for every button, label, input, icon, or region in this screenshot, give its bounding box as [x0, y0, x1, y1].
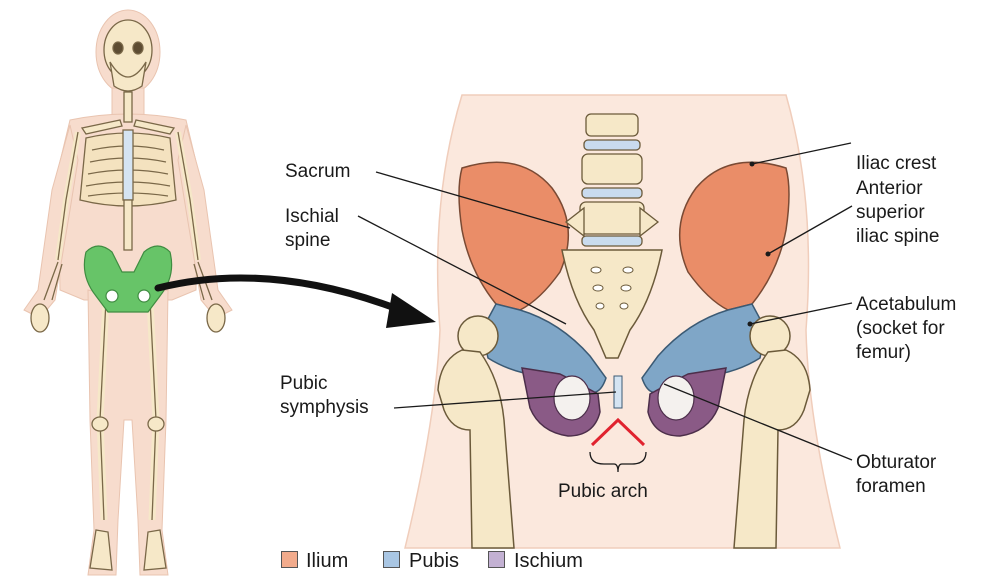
- label-line: spine: [285, 229, 339, 253]
- label-line: Acetabulum: [856, 293, 956, 317]
- label-sacrum: Sacrum: [285, 160, 350, 184]
- label-line: superior: [856, 201, 939, 225]
- legend-label-ilium: Ilium: [306, 549, 348, 573]
- label-line: Anterior: [856, 177, 939, 201]
- label-line: (socket for: [856, 317, 956, 341]
- legend-swatch-ischium: [488, 551, 505, 568]
- label-pubic-symphysis: Pubic symphysis: [280, 372, 369, 420]
- label-line: foramen: [856, 475, 936, 499]
- label-pubic-arch: Pubic arch: [558, 480, 648, 504]
- label-iliac-crest: Iliac crest: [856, 152, 936, 176]
- legend-swatch-pubis: [383, 551, 400, 568]
- label-anterior-superior-iliac-spine: Anterior superior iliac spine: [856, 177, 939, 249]
- label-obturator-foramen: Obturator foramen: [856, 451, 936, 499]
- legend-label-ischium: Ischium: [514, 549, 583, 573]
- label-acetabulum: Acetabulum (socket for femur): [856, 293, 956, 365]
- label-line: Ischial: [285, 205, 339, 229]
- label-line: femur): [856, 341, 956, 365]
- skeleton-figure: [24, 10, 232, 575]
- label-ischial-spine: Ischial spine: [285, 205, 339, 253]
- obturator-foramen-right: [658, 376, 694, 420]
- label-line: symphysis: [280, 396, 369, 420]
- legend-label-pubis: Pubis: [409, 549, 459, 573]
- legend-swatch-ilium: [281, 551, 298, 568]
- label-line: iliac spine: [856, 225, 939, 249]
- label-line: Obturator: [856, 451, 936, 475]
- obturator-foramen-left: [554, 376, 590, 420]
- label-line: Pubic: [280, 372, 369, 396]
